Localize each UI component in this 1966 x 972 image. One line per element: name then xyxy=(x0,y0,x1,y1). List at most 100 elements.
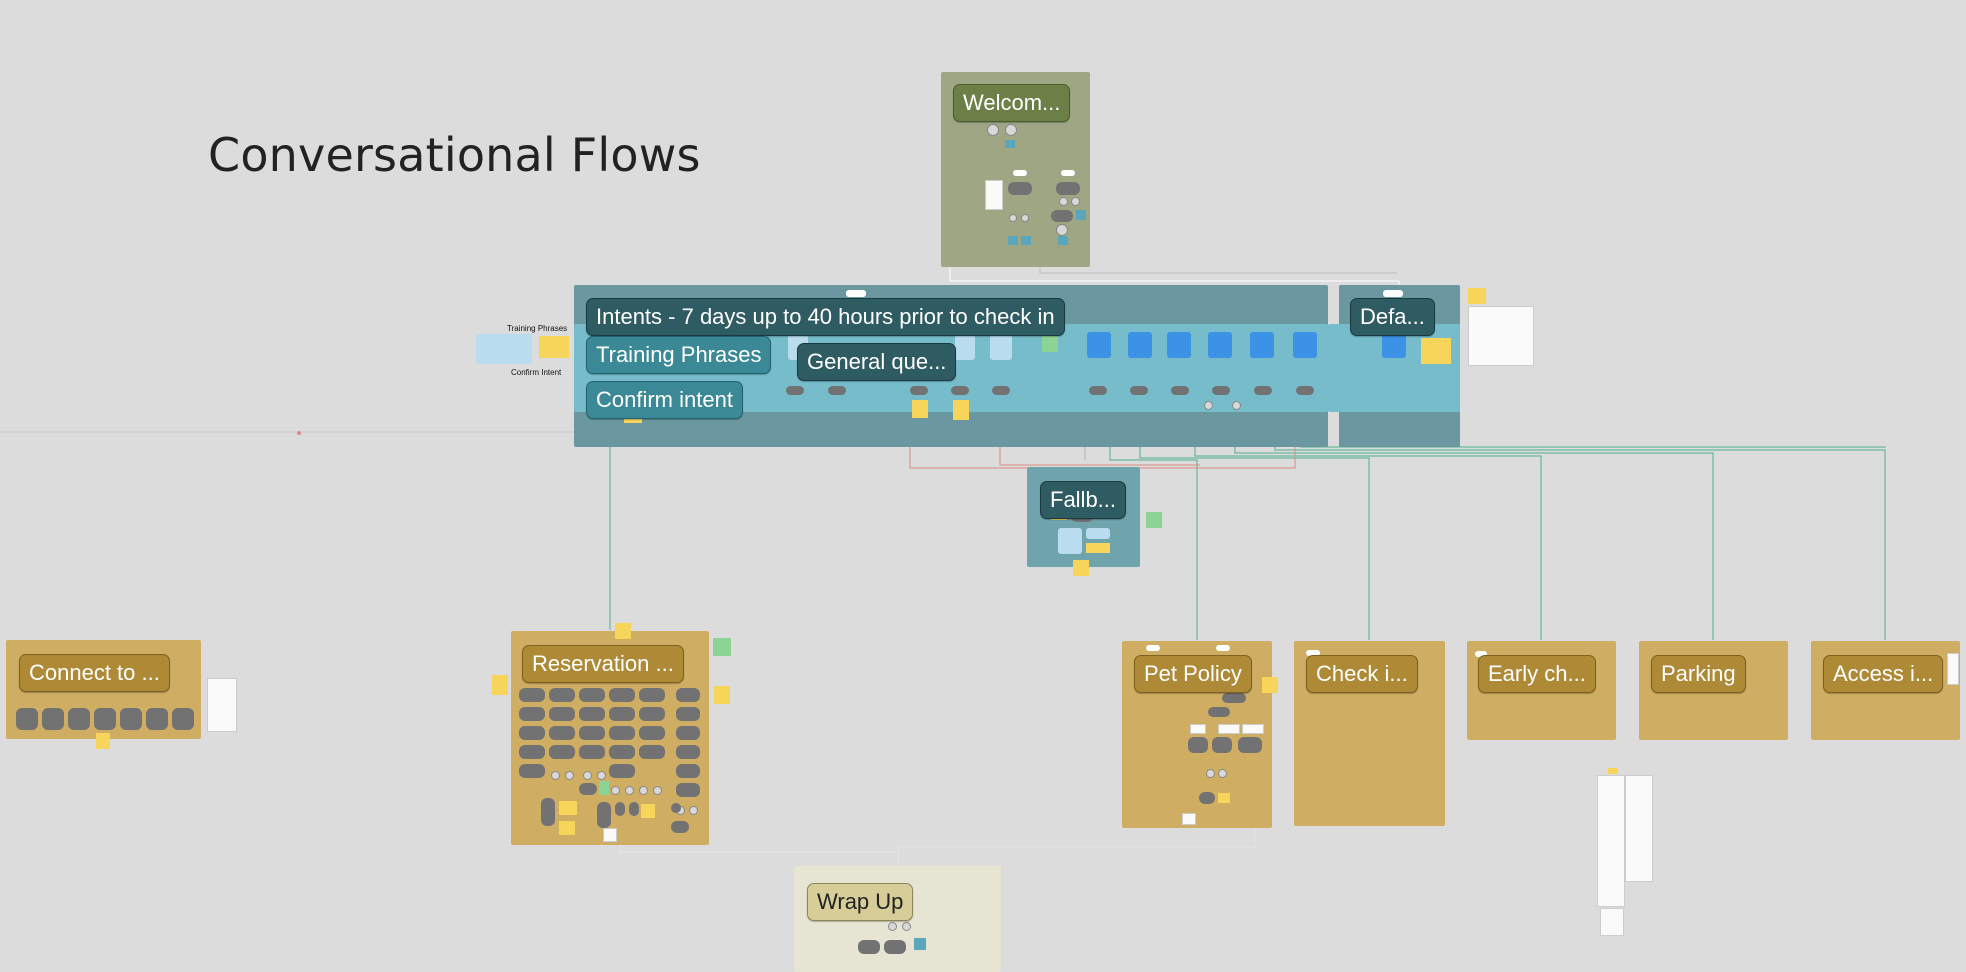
flow-label-intents[interactable]: Intents - 7 days up to 40 hours prior to… xyxy=(586,298,1065,337)
flow-circle xyxy=(1204,401,1213,410)
sticky-note xyxy=(714,686,730,704)
sticky-note xyxy=(559,801,577,815)
flow-block xyxy=(1005,140,1015,148)
flow-node xyxy=(639,726,665,740)
flow-label-general-questions[interactable]: General que... xyxy=(797,343,957,382)
page-title: Conversational Flows xyxy=(208,128,701,182)
flow-block xyxy=(914,938,926,950)
legend-card xyxy=(476,334,532,364)
confirm-node xyxy=(828,386,846,395)
sticky-note xyxy=(1262,677,1278,693)
flow-node xyxy=(676,764,700,778)
flow-node xyxy=(884,940,906,954)
start-node-icon xyxy=(1005,124,1017,136)
flow-node xyxy=(519,745,545,759)
flow-node xyxy=(609,764,635,778)
flow-circle xyxy=(1218,769,1227,778)
flow-tab xyxy=(1013,170,1027,176)
flow-node xyxy=(1086,528,1110,539)
flow-label-default[interactable]: Defa... xyxy=(1350,298,1435,337)
confirm-node xyxy=(1254,386,1272,395)
phone-mockup xyxy=(1600,908,1624,936)
flow-circle xyxy=(611,786,620,795)
flow-node xyxy=(609,688,635,702)
flow-block xyxy=(1076,210,1086,220)
flow-node xyxy=(541,798,555,826)
flow-block xyxy=(1008,236,1018,245)
intent-card xyxy=(1128,332,1152,358)
flow-node xyxy=(1008,182,1032,195)
flow-label-training-phrases[interactable]: Training Phrases xyxy=(586,336,772,375)
flow-label-wrap-up[interactable]: Wrap Up xyxy=(807,883,914,922)
flow-tab xyxy=(1475,651,1487,657)
flow-circle xyxy=(1059,197,1068,206)
flow-node xyxy=(579,745,605,759)
flow-label-connect-to[interactable]: Connect to ... xyxy=(19,654,170,693)
flow-node xyxy=(639,745,665,759)
confirm-node xyxy=(786,386,804,395)
flow-label-fallback[interactable]: Fallb... xyxy=(1040,481,1127,520)
sticky-note xyxy=(96,733,110,749)
flow-node xyxy=(549,726,575,740)
flow-circle xyxy=(1071,197,1080,206)
flow-node xyxy=(146,708,168,730)
flow-node xyxy=(120,708,142,730)
flow-circle xyxy=(1021,214,1029,222)
note-card xyxy=(1190,724,1206,734)
phone-mockup xyxy=(1625,775,1653,882)
flow-node xyxy=(615,802,625,816)
flow-label-access[interactable]: Access i... xyxy=(1823,655,1944,694)
flow-node xyxy=(676,783,700,797)
sticky-note xyxy=(615,623,631,639)
flow-node xyxy=(1188,737,1208,753)
flow-circle xyxy=(888,922,897,931)
confirm-node xyxy=(1296,386,1314,395)
intent-card xyxy=(1250,332,1274,358)
reference-table xyxy=(1468,306,1534,366)
flow-block xyxy=(1021,236,1031,245)
sticky-note xyxy=(1421,338,1451,364)
flow-node xyxy=(676,688,700,702)
flow-node xyxy=(519,726,545,740)
flow-label-check-in[interactable]: Check i... xyxy=(1306,655,1418,694)
side-label-confirm-intent: Confirm Intent xyxy=(511,368,562,377)
flow-node xyxy=(1208,707,1230,717)
side-label-training-phrases: Training Phrases xyxy=(507,324,568,333)
phone-mockup xyxy=(1597,775,1625,907)
flow-node xyxy=(639,707,665,721)
flow-label-parking[interactable]: Parking xyxy=(1651,655,1746,694)
flow-label-pet-policy[interactable]: Pet Policy xyxy=(1134,655,1252,694)
flow-node xyxy=(671,803,681,813)
flow-node xyxy=(549,688,575,702)
flow-node xyxy=(1058,528,1082,554)
sticky-note xyxy=(641,804,655,818)
flow-label-confirm-intent[interactable]: Confirm intent xyxy=(586,381,743,420)
confirm-node xyxy=(1171,386,1189,395)
intent-card xyxy=(1208,332,1232,358)
flow-circle xyxy=(565,771,574,780)
sticky-note xyxy=(912,400,928,418)
flow-circle xyxy=(551,771,560,780)
flow-node xyxy=(629,802,639,816)
flow-node xyxy=(1222,693,1246,703)
flow-label-welcome[interactable]: Welcom... xyxy=(953,84,1071,123)
sticky-note xyxy=(1073,560,1089,576)
start-node-icon xyxy=(987,124,999,136)
note-card xyxy=(1218,724,1240,734)
flow-label-early-check[interactable]: Early ch... xyxy=(1478,655,1596,694)
sticky-note xyxy=(624,418,642,423)
flow-label-reservation[interactable]: Reservation ... xyxy=(522,645,684,684)
note-card xyxy=(603,828,617,842)
flow-circle xyxy=(625,786,634,795)
flow-node xyxy=(1056,182,1080,195)
confirm-node xyxy=(1089,386,1107,395)
flow-node xyxy=(519,688,545,702)
flow-circle xyxy=(1206,769,1215,778)
sticky-note xyxy=(1042,336,1058,352)
flow-node xyxy=(549,707,575,721)
flow-node xyxy=(1199,792,1215,804)
sticky-note xyxy=(953,400,969,420)
flow-node xyxy=(172,708,194,730)
reference-table xyxy=(207,678,237,732)
